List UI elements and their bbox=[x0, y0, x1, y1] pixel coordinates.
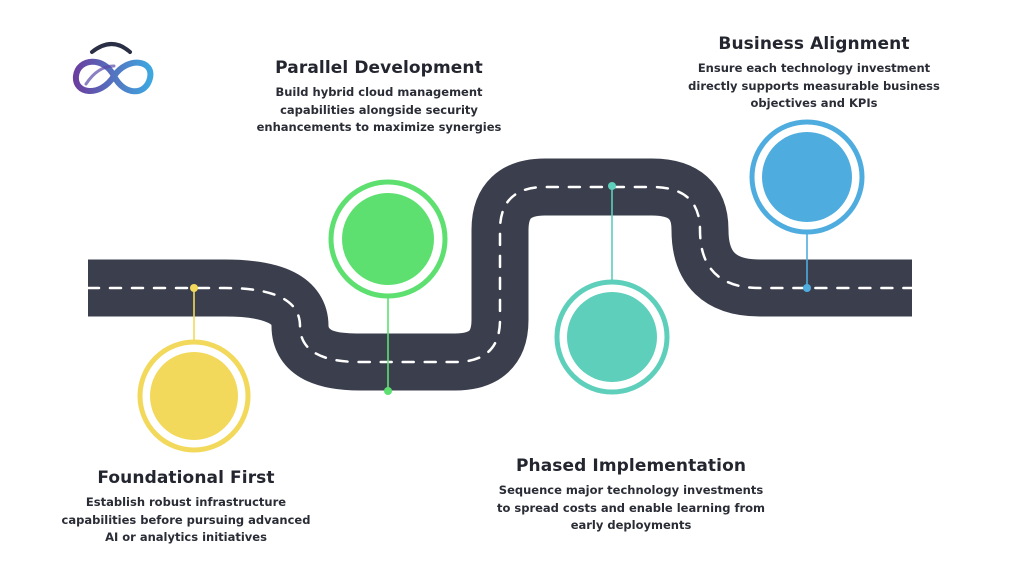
milestone-circle bbox=[150, 352, 238, 440]
milestone-text-phased: Phased Implementation Sequence major tec… bbox=[496, 456, 766, 535]
milestone-title: Foundational First bbox=[97, 468, 275, 488]
milestone-description: Sequence major technology investments to… bbox=[496, 483, 766, 532]
road-center-line bbox=[86, 185, 914, 364]
road-marker-dot bbox=[384, 387, 392, 395]
milestone-description: Establish robust infrastructure capabili… bbox=[61, 495, 311, 544]
milestone-circle bbox=[342, 193, 434, 285]
milestone-circle bbox=[567, 292, 657, 382]
milestone-text-foundational: Foundational First Establish robust infr… bbox=[60, 468, 312, 547]
milestone-title: Parallel Development bbox=[275, 58, 483, 78]
milestone-foundational bbox=[137, 284, 251, 453]
milestone-parallel bbox=[328, 179, 448, 395]
milestone-circle bbox=[762, 132, 852, 222]
milestone-phased bbox=[554, 182, 670, 395]
infinity-cloud-logo-icon bbox=[72, 42, 154, 95]
road-marker-dot bbox=[608, 182, 616, 190]
milestone-description: Build hybrid cloud management capabiliti… bbox=[256, 85, 502, 134]
milestone-text-business: Business Alignment Ensure each technolog… bbox=[676, 34, 952, 113]
road bbox=[86, 158, 914, 391]
milestone-text-parallel: Parallel Development Build hybrid cloud … bbox=[248, 58, 510, 137]
milestone-title: Business Alignment bbox=[718, 34, 910, 54]
milestone-business bbox=[749, 119, 865, 292]
road-marker-dot bbox=[190, 284, 198, 292]
milestone-title: Phased Implementation bbox=[515, 456, 747, 476]
milestone-description: Ensure each technology investment direct… bbox=[688, 61, 940, 110]
road-marker-dot bbox=[803, 284, 811, 292]
